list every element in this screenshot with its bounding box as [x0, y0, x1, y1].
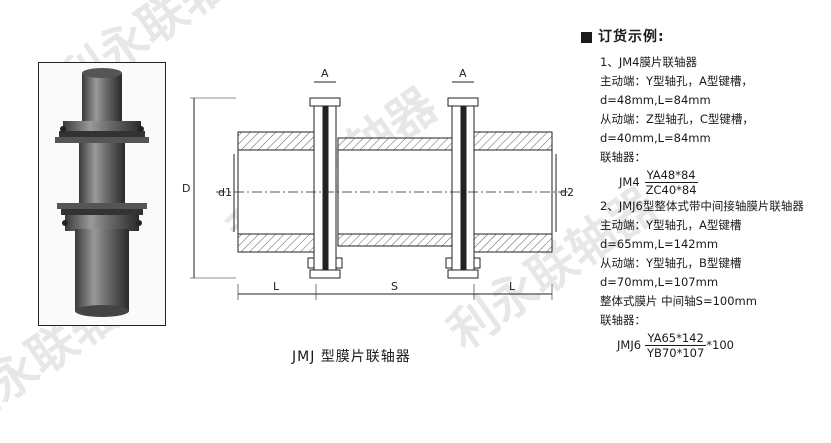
example1-formula: JM4 YA48*84 ZC40*84	[581, 167, 827, 197]
example2-driven-dim: d=70mm,L=107mm	[600, 275, 719, 289]
dim-label-s: S	[391, 280, 398, 293]
example1-numerator: YA48*84	[644, 167, 698, 183]
dim-label-d1: d1	[218, 186, 232, 199]
dim-label-d: D	[182, 182, 190, 195]
example1-denominator: ZC40*84	[645, 182, 697, 197]
example2-denominator: YB70*107	[647, 345, 705, 360]
example1-title: 1、JM4膜片联轴器	[600, 55, 697, 69]
coupling-section-view: A A D d1 d2 L S L	[182, 67, 574, 300]
product-photo	[38, 62, 166, 326]
example2-drive: 主动端：Y型轴孔，A型键槽	[600, 218, 742, 232]
order-example-panel: 订货示例: 1、JM4膜片联轴器 主动端：Y型轴孔，A型键槽， d=48mm,L…	[581, 28, 827, 360]
dim-label-a-left: A	[321, 67, 329, 80]
example1-drive: 主动端：Y型轴孔，A型键槽，	[600, 74, 753, 88]
example2-suffix: *100	[706, 337, 734, 352]
coupling-photo-illustration	[55, 68, 149, 317]
example1-model: JM4	[619, 174, 640, 189]
square-bullet-icon	[581, 32, 592, 43]
technical-drawing: A A D d1 d2 L S L	[176, 62, 576, 312]
example1-driven-dim: d=40mm,L=84mm	[600, 131, 711, 145]
dim-label-l-right: L	[509, 280, 516, 293]
example1-label: 联轴器：	[600, 150, 646, 164]
drawing-caption: JMJ 型膜片联轴器	[292, 349, 411, 365]
dim-label-d2: d2	[560, 186, 574, 199]
example2-label: 联轴器：	[600, 313, 646, 327]
example1-drive-dim: d=48mm,L=84mm	[600, 93, 711, 107]
example2-drive-dim: d=65mm,L=142mm	[600, 237, 719, 251]
example2-formula: JMJ6 YA65*142 YB70*107 *100	[581, 330, 827, 360]
example2-mid: 整体式膜片 中间轴S=100mm	[600, 294, 757, 308]
example1-driven: 从动端：Z型轴孔，C型键槽，	[600, 112, 754, 126]
order-heading: 订货示例:	[581, 28, 827, 47]
example2-numerator: YA65*142	[645, 330, 706, 346]
example2-driven: 从动端：Y型轴孔，B型键槽	[600, 256, 742, 270]
example2-model: JMJ6	[617, 337, 642, 352]
dim-label-l-left: L	[273, 280, 280, 293]
dim-label-a-right: A	[459, 67, 467, 80]
example2-title: 2、JMJ6型整体式带中间接轴膜片联轴器	[600, 199, 804, 213]
